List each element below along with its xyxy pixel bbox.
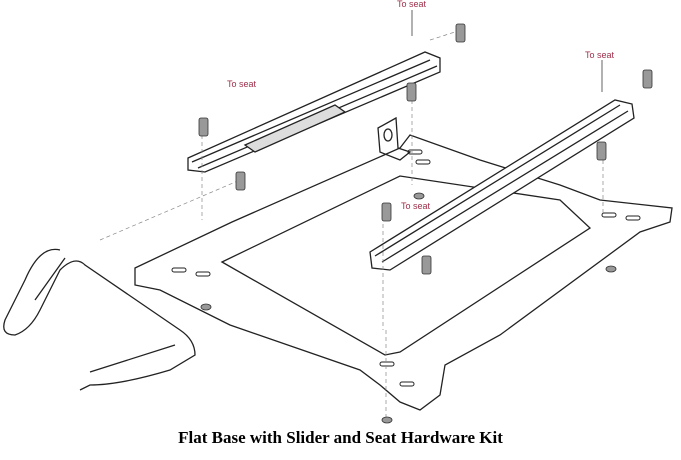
left-slider	[187, 51, 441, 173]
nut-icon	[381, 416, 393, 424]
figure-caption: Flat Base with Slider and Seat Hardware …	[178, 428, 503, 447]
nut-icon	[200, 303, 212, 311]
bolt-icon	[642, 69, 653, 89]
bolt-icon	[235, 171, 246, 191]
right-slider	[369, 99, 635, 271]
bolt-icon	[381, 202, 392, 222]
to-seat-label: To seat	[227, 79, 257, 89]
mount-bracket	[377, 116, 412, 161]
front-bar	[3, 248, 196, 391]
bolt-icon	[455, 23, 466, 43]
nut-icon	[605, 265, 617, 273]
bolt-icon	[421, 255, 432, 275]
bolt-icon	[406, 82, 417, 102]
bolt-icon	[596, 141, 607, 161]
base-plate	[134, 134, 673, 411]
bolt-icon	[198, 117, 209, 137]
base-cutout	[220, 175, 592, 356]
to-seat-label: To seat	[401, 201, 431, 211]
to-seat-label: To seat	[397, 0, 427, 9]
nut-icon	[413, 192, 425, 200]
bolts	[198, 23, 653, 424]
to-seat-label: To seat	[585, 50, 615, 60]
